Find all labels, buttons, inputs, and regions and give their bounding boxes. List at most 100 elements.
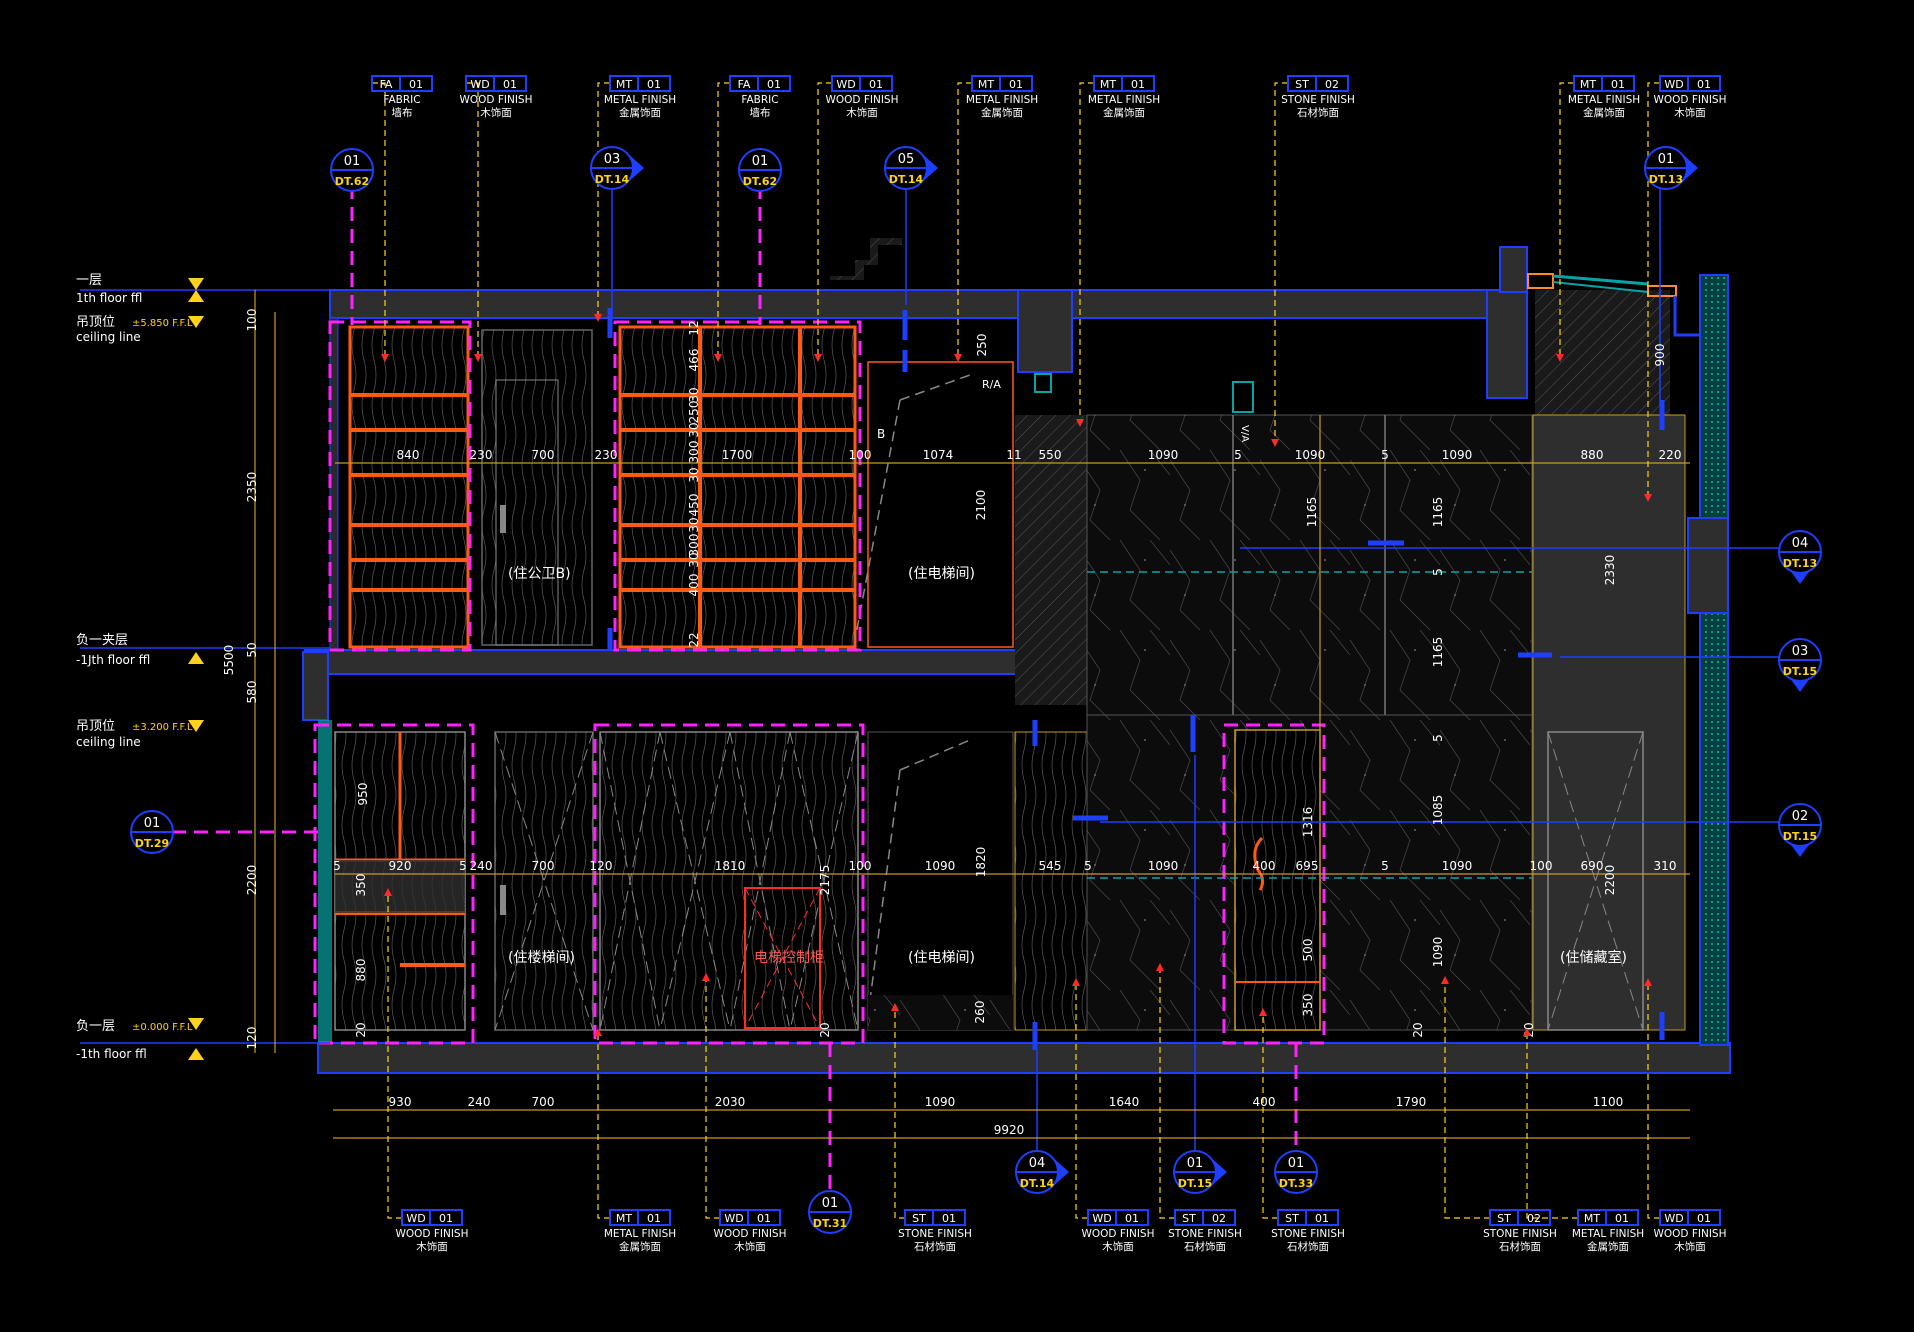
- dim-overall-height: 5500: [222, 645, 236, 676]
- lower-lift-opening: [867, 731, 1014, 1031]
- bottom-tag-code: WD: [406, 1212, 425, 1225]
- top-tag-en: FABRIC: [383, 94, 420, 106]
- bottom-tag-num: 01: [1315, 1212, 1329, 1225]
- dim-misc-4: 260: [973, 1001, 987, 1024]
- left-wall: [318, 720, 332, 1043]
- bottom-tag-en: STONE FINISH: [1168, 1228, 1242, 1240]
- bottom-tag-code: ST: [1182, 1212, 1196, 1225]
- bottom-tag-num: 02: [1527, 1212, 1541, 1225]
- shelf-unit-middle: [618, 325, 857, 649]
- stair-section: [830, 238, 902, 280]
- ceiling1-val: ±5.850 F.F.L: [132, 318, 193, 329]
- column-right-top: [1486, 289, 1528, 399]
- dim-left-0: 100: [245, 309, 259, 332]
- detail-box-d: [593, 723, 865, 1045]
- dim-misc-22: 20: [818, 1022, 832, 1037]
- top-tag-en: METAL FINISH: [966, 94, 1038, 106]
- bubble-ref: DT.15: [1783, 665, 1817, 678]
- dim-shelf-0: 12: [687, 320, 701, 335]
- dim-misc-14: 350: [1301, 994, 1315, 1017]
- dim-lower-3: 240: [470, 859, 493, 873]
- top-tag-num: 01: [503, 78, 517, 91]
- blue-markers: [607, 308, 1665, 1050]
- dim-misc-23: 20: [1411, 1022, 1425, 1037]
- dim-bottom-7: 1790: [1396, 1095, 1427, 1109]
- bottom-tag-en: STONE FINISH: [1271, 1228, 1345, 1240]
- dim-shelf-10: 30: [687, 552, 701, 567]
- dim-upper-13: 1090: [1442, 448, 1473, 462]
- dim-misc-8: 1085: [1431, 795, 1445, 826]
- dim-misc-12: 1316: [1301, 807, 1315, 838]
- dim-bottom-2: 700: [532, 1095, 555, 1109]
- bubble-num: 03: [1792, 644, 1809, 659]
- basement-cn: 负一层: [76, 1019, 115, 1034]
- mezzanine-slab: [304, 649, 1026, 675]
- dim-lower-1: 920: [389, 859, 412, 873]
- dim-misc-6: 1165: [1431, 497, 1445, 528]
- dim-lower-2: 5: [459, 859, 467, 873]
- dim-upper-8: 550: [1039, 448, 1062, 462]
- dim-shelf-7: 450: [687, 494, 701, 517]
- bottom-tag-cn: 石材饰面: [1287, 1240, 1329, 1253]
- dim-left-1: 2350: [245, 472, 259, 503]
- bottom-tag-en: WOOD FINISH: [396, 1228, 469, 1240]
- top-tag-cn: 木饰面: [1674, 106, 1706, 119]
- dim-bottom-8: 1100: [1593, 1095, 1624, 1109]
- top-tag-en: METAL FINISH: [1568, 94, 1640, 106]
- bubble-ref: DT.14: [1020, 1177, 1055, 1190]
- column-right-top2: [1499, 246, 1528, 293]
- dim-left-5: 120: [245, 1027, 259, 1050]
- dim-bottom-5: 1640: [1109, 1095, 1140, 1109]
- dim-upper-9: 1090: [1148, 448, 1179, 462]
- dim-shelf-8: 30: [687, 517, 701, 532]
- dim-upper-3: 230: [595, 448, 618, 462]
- basement-en: -1th floor ffl: [76, 1047, 147, 1061]
- bubble-num: 01: [822, 1196, 839, 1211]
- bottom-tag-num: 02: [1212, 1212, 1226, 1225]
- upper-slab: [329, 289, 1511, 319]
- bubble-ref: DT.33: [1279, 1177, 1313, 1190]
- dim-misc-0: 250: [975, 334, 989, 357]
- dim-misc-16: 2200: [1603, 865, 1617, 896]
- dim-shelf-6: 30: [687, 467, 701, 482]
- dim-left-4: 2200: [245, 865, 259, 896]
- bottom-tag-num: 01: [942, 1212, 956, 1225]
- dim-misc-15: 2330: [1603, 555, 1617, 586]
- dim-misc-21: 20: [354, 1022, 368, 1037]
- bubble-num: 04: [1029, 1156, 1046, 1171]
- floor-level-labels: 一层 1th floor ffl 吊顶位 ±5.850 F.F.L ceilin…: [76, 273, 204, 1061]
- ceiling2-val: ±3.200 F.F.L: [132, 722, 193, 733]
- lift-control-cabinet: [744, 887, 821, 1029]
- top-tag-code: WD: [470, 78, 489, 91]
- dim-shelf-2: 30: [687, 387, 701, 402]
- bubble-ref: DT.31: [813, 1217, 847, 1230]
- bottom-tag-num: 01: [647, 1212, 661, 1225]
- bottom-tag-code: ST: [912, 1212, 926, 1225]
- top-tag-en: WOOD FINISH: [460, 94, 533, 106]
- right-wall: [1699, 274, 1729, 1046]
- room-label-lower-lift: (住电梯间): [908, 950, 975, 966]
- dim-upper-5: 100: [849, 448, 872, 462]
- shelf-unit-left: [348, 325, 470, 649]
- top-tag-num: 02: [1325, 78, 1339, 91]
- dim-lower-0: 5: [333, 859, 341, 873]
- bubble-num: 01: [144, 816, 161, 831]
- top-tag-cn: 墙布: [392, 106, 413, 119]
- shelf-boards-left: [350, 393, 468, 592]
- dim-upper-11: 1090: [1295, 448, 1326, 462]
